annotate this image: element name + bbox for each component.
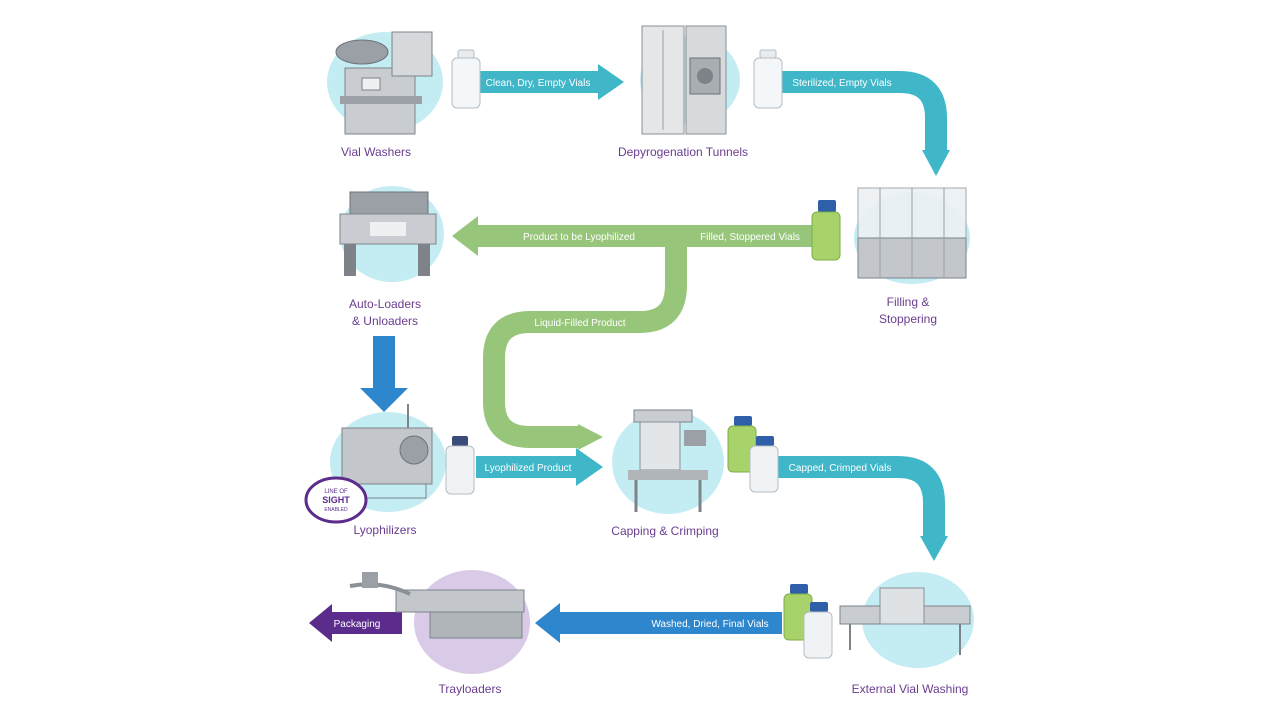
arrow-label-capped-crimped: Capped, Crimped Vials (789, 463, 892, 474)
external-vial-washing-machine (839, 572, 974, 668)
arrow-label-to-be-lyophilized: Product to be Lyophilized (523, 232, 635, 243)
filling-stoppering-machine (854, 187, 970, 284)
arrow-sterilized-empty: Sterilized, Empty Vials (780, 71, 950, 176)
arrow-clean-dry-empty: Clean, Dry, Empty Vials (480, 64, 624, 100)
depyrogenation-tunnel-machine (640, 25, 740, 135)
label-autoloaders-line1: Auto-Loaders (349, 297, 421, 311)
badge-line1: LINE OF (324, 489, 348, 495)
label-autoloaders-line2: & Unloaders (352, 314, 418, 328)
arrow-label-filled-stoppered: Filled, Stoppered Vials (700, 232, 800, 243)
label-filling-line1: Filling & (887, 295, 930, 309)
arrow-lyophilized-product: Lyophilized Product (476, 448, 603, 486)
arrow-label-clean-dry-empty: Clean, Dry, Empty Vials (486, 78, 591, 89)
label-depyrogenation-tunnels: Depyrogenation Tunnels (618, 145, 748, 159)
arrow-filled-stoppered: Product to be Lyophilized Filled, Stoppe… (452, 216, 812, 256)
label-filling-line2: Stoppering (879, 312, 937, 326)
capping-crimping-machine (612, 409, 724, 514)
label-vial-washers: Vial Washers (341, 145, 411, 159)
stage-labels: Vial Washers Depyrogenation Tunnels Fill… (341, 145, 968, 696)
arrow-liquid-filled: Liquid-Filled Product (483, 247, 687, 450)
label-capping-crimping: Capping & Crimping (611, 524, 718, 538)
vial-washer-machine (327, 31, 443, 135)
label-lyophilizers: Lyophilizers (354, 523, 417, 537)
arrow-label-sterilized-empty: Sterilized, Empty Vials (792, 78, 891, 89)
machines-layer (327, 25, 974, 674)
trayloader-machine (349, 570, 530, 674)
arrow-autoloader-to-lyophilizer (360, 336, 408, 412)
arrow-capped-crimped: Capped, Crimped Vials (775, 456, 948, 561)
arrow-washed-dried-final: Washed, Dried, Final Vials (535, 603, 782, 643)
line-of-sight-badge: LINE OF SIGHT ENABLED (304, 476, 368, 524)
arrow-packaging: Packaging (309, 604, 402, 642)
label-external-vial-washing: External Vial Washing (852, 682, 969, 696)
badge-line3: ENABLED (324, 507, 348, 513)
arrow-label-liquid-filled: Liquid-Filled Product (534, 318, 625, 329)
vials-layer (445, 49, 841, 659)
badge-line2: SIGHT (322, 495, 350, 505)
arrows-layer: Clean, Dry, Empty Vials Sterilized, Empt… (309, 64, 950, 643)
vial-icons-washed-final (783, 584, 833, 659)
arrow-label-washed-dried-final: Washed, Dried, Final Vials (651, 619, 768, 630)
label-trayloaders: Trayloaders (439, 682, 502, 696)
vial-icon-sterilized-empty (753, 49, 783, 109)
vial-icon-clean-empty (451, 49, 481, 109)
vial-icon-filled-stoppered (811, 200, 841, 261)
vial-icons-capped-crimped (727, 416, 779, 493)
vial-icon-lyophilized (445, 436, 475, 495)
arrow-label-packaging: Packaging (334, 619, 381, 630)
autoloader-machine (339, 186, 444, 282)
arrow-label-lyophilized-product: Lyophilized Product (485, 463, 572, 474)
